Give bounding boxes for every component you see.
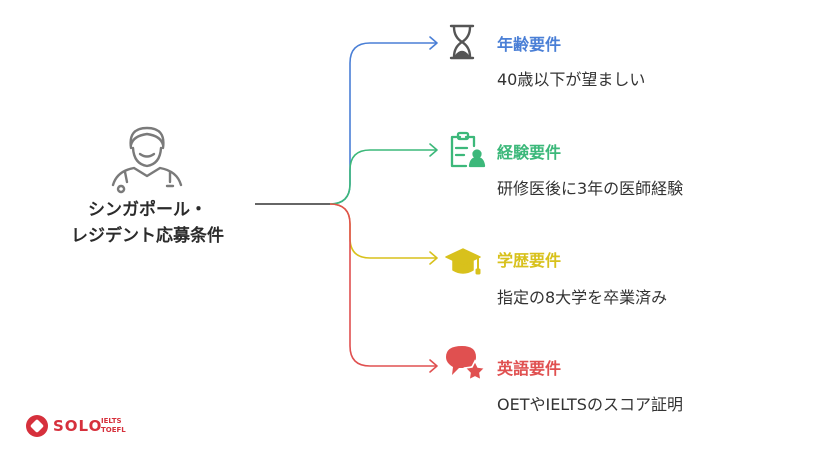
branch-line-education-arrowhead xyxy=(429,251,438,265)
branch-line-experience xyxy=(329,149,437,205)
title-line-1: シンガポール・ xyxy=(88,200,207,220)
branch-heading-education: 学歴要件 xyxy=(497,251,562,270)
branch-text-education: 指定の8大学を卒業済み xyxy=(497,288,668,307)
doctor-icon xyxy=(111,126,183,194)
branch-text-age: 40歳以下が望ましい xyxy=(497,70,646,89)
diagram-title: シンガポール・ レジデント応募条件 xyxy=(40,197,255,249)
branch-heading-experience: 経験要件 xyxy=(497,143,562,162)
clipboard-user-icon xyxy=(450,131,486,168)
logo-sub-toefl: TOEFL xyxy=(101,426,126,434)
logo-mark-icon xyxy=(26,415,48,437)
branch-text-english: OETやIELTSのスコア証明 xyxy=(497,395,683,414)
graduation-cap-icon xyxy=(445,248,481,275)
branch-line-experience-arrowhead xyxy=(429,143,438,157)
branch-line-english xyxy=(329,203,437,367)
branch-line-education xyxy=(329,203,437,259)
speech-star-icon xyxy=(446,346,487,382)
branch-heading-english: 英語要件 xyxy=(497,359,562,378)
branch-heading-age: 年齢要件 xyxy=(497,35,562,54)
logo-name: SOLO xyxy=(53,417,103,435)
title-line-2: レジデント応募条件 xyxy=(71,226,224,246)
branch-line-english-arrowhead xyxy=(429,359,438,373)
branch-line-age-arrowhead xyxy=(429,36,438,50)
logo-sub-ielts: IELTS xyxy=(101,417,122,425)
hourglass-icon xyxy=(449,24,475,60)
branch-text-experience: 研修医後に3年の医師経験 xyxy=(497,179,684,198)
branch-line-age xyxy=(329,42,437,205)
